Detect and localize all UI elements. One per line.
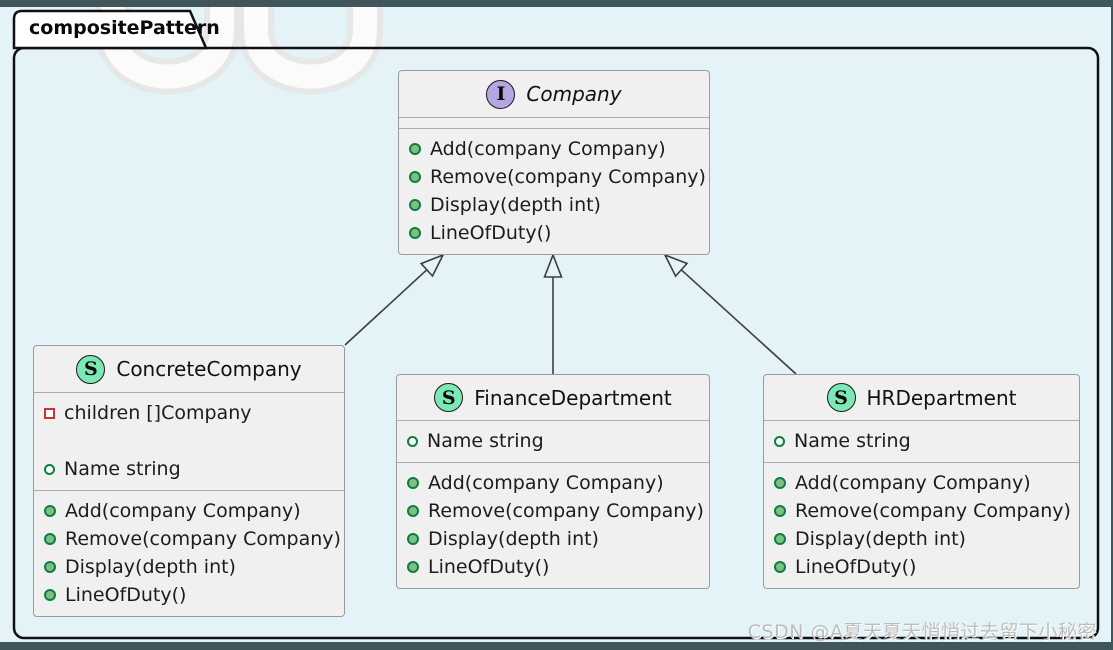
class-header: I Company	[399, 71, 709, 117]
class-header: S HRDepartment	[764, 375, 1079, 420]
public-method-icon	[774, 477, 786, 489]
public-method-icon	[409, 199, 421, 211]
bottom-edge-bar	[0, 642, 1113, 650]
class-header: S FinanceDepartment	[397, 375, 709, 420]
class-box-concretecompany: S ConcreteCompany children []Company Nam…	[33, 345, 345, 617]
frame-title: compositePattern	[29, 17, 220, 39]
public-method-icon	[44, 589, 56, 601]
methods-section: Add(company Company) Remove(company Comp…	[764, 462, 1079, 588]
field-row: Name string	[34, 455, 344, 483]
public-method-icon	[407, 477, 419, 489]
public-method-icon	[407, 561, 419, 573]
field-row: children []Company	[34, 399, 344, 427]
public-method-icon	[407, 533, 419, 545]
field-text: Name string	[427, 430, 544, 452]
class-name: FinanceDepartment	[474, 385, 672, 410]
method-row: Display(depth int)	[397, 525, 709, 553]
fields-section	[399, 117, 709, 128]
method-row: Display(depth int)	[764, 525, 1079, 553]
method-text: Display(depth int)	[795, 528, 966, 550]
realization-arrow-hrdepartment	[663, 253, 797, 375]
class-box-company: I Company Add(company Company) Remove(co…	[398, 70, 710, 255]
methods-section: Add(company Company) Remove(company Comp…	[399, 128, 709, 254]
method-row: LineOfDuty()	[399, 219, 709, 247]
package-field-icon	[44, 407, 55, 419]
class-name: Company	[526, 82, 622, 106]
public-method-icon	[409, 143, 421, 155]
public-method-icon	[409, 171, 421, 183]
class-name: ConcreteCompany	[116, 357, 302, 381]
method-text: Display(depth int)	[430, 194, 601, 216]
struct-icon: S	[434, 383, 464, 412]
method-text: Add(company Company)	[65, 500, 301, 522]
class-box-financedepartment: S FinanceDepartment Name string Add(comp…	[396, 374, 710, 589]
method-row: Add(company Company)	[399, 135, 709, 163]
struct-icon: S	[76, 354, 106, 384]
methods-section: Add(company Company) Remove(company Comp…	[34, 490, 344, 616]
top-edge-bar	[0, 0, 1113, 7]
public-method-icon	[409, 227, 421, 239]
field-text: children []Company	[64, 402, 252, 424]
realization-arrow-concretecompany	[344, 253, 445, 346]
field-text: Name string	[794, 430, 911, 452]
realization-arrow-financedepartment	[543, 252, 563, 374]
method-text: Add(company Company)	[795, 472, 1031, 494]
frame-title-tab	[12, 9, 208, 50]
method-text: Add(company Company)	[430, 138, 666, 160]
method-row: LineOfDuty()	[34, 581, 344, 609]
private-field-icon	[774, 435, 785, 447]
struct-icon: S	[826, 383, 856, 412]
method-row: Add(company Company)	[397, 469, 709, 497]
fields-section: Name string	[397, 420, 709, 462]
field-text: Name string	[64, 458, 181, 480]
public-method-icon	[774, 505, 786, 517]
method-row: Add(company Company)	[34, 497, 344, 525]
public-method-icon	[44, 505, 56, 517]
method-row: Display(depth int)	[34, 553, 344, 581]
method-text: LineOfDuty()	[430, 222, 552, 244]
method-text: Display(depth int)	[428, 528, 599, 550]
right-edge-bar	[1111, 0, 1113, 650]
frame-border	[12, 46, 1100, 640]
private-field-icon	[44, 463, 55, 475]
field-row: Name string	[397, 427, 709, 455]
public-method-icon	[774, 533, 786, 545]
public-method-icon	[44, 561, 56, 573]
private-field-icon	[407, 435, 418, 447]
method-row: Remove(company Company)	[397, 497, 709, 525]
method-text: Display(depth int)	[65, 556, 236, 578]
field-row: Name string	[764, 427, 1079, 455]
class-header: S ConcreteCompany	[34, 346, 344, 392]
method-row: Add(company Company)	[764, 469, 1079, 497]
method-text: LineOfDuty()	[65, 584, 187, 606]
method-text: Remove(company Company)	[795, 500, 1071, 522]
class-name: HRDepartment	[866, 385, 1017, 410]
method-text: LineOfDuty()	[428, 556, 550, 578]
public-method-icon	[774, 561, 786, 573]
method-row: LineOfDuty()	[764, 553, 1079, 581]
method-row: LineOfDuty()	[397, 553, 709, 581]
methods-section: Add(company Company) Remove(company Comp…	[397, 462, 709, 588]
method-text: LineOfDuty()	[795, 556, 917, 578]
watermark-text: CSDN @A夏天夏天悄悄过去留下小秘密	[747, 621, 1097, 643]
method-row: Display(depth int)	[399, 191, 709, 219]
public-method-icon	[44, 533, 56, 545]
interface-icon: I	[486, 79, 516, 109]
public-method-icon	[407, 505, 419, 517]
method-text: Remove(company Company)	[430, 166, 706, 188]
method-row: Remove(company Company)	[34, 525, 344, 553]
fields-section: children []Company Name string	[34, 392, 344, 490]
method-text: Remove(company Company)	[428, 500, 704, 522]
method-text: Add(company Company)	[428, 472, 664, 494]
method-row: Remove(company Company)	[764, 497, 1079, 525]
method-row: Remove(company Company)	[399, 163, 709, 191]
fields-section: Name string	[764, 420, 1079, 462]
class-box-hrdepartment: S HRDepartment Name string Add(company C…	[763, 374, 1080, 589]
method-text: Remove(company Company)	[65, 528, 341, 550]
